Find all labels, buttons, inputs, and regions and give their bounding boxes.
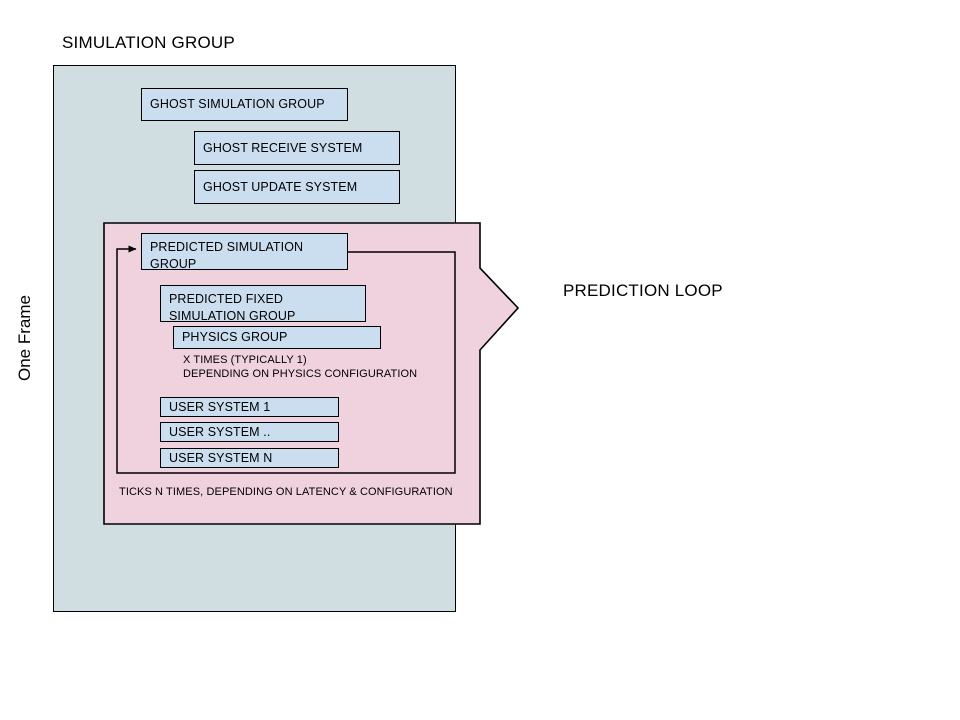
node-predicted-fixed-simulation-group[interactable]: PREDICTED FIXED SIMULATION GROUP xyxy=(160,285,366,323)
prediction-loop-title: PREDICTION LOOP xyxy=(563,281,723,300)
node-user-system-1[interactable]: USER SYSTEM 1 xyxy=(160,397,339,417)
physics-configuration-note: X TIMES (TYPICALLY 1) DEPENDING ON PHYSI… xyxy=(183,354,418,381)
node-ghost-update-system[interactable]: GHOST UPDATE SYSTEM xyxy=(194,170,400,204)
one-frame-label: One Frame xyxy=(15,295,34,381)
node-physics-group[interactable]: PHYSICS GROUP xyxy=(173,326,381,349)
ticks-latency-note: TICKS N TIMES, DEPENDING ON LATENCY & CO… xyxy=(119,486,453,498)
node-user-system-n[interactable]: USER SYSTEM N xyxy=(160,448,339,468)
node-ghost-receive-system[interactable]: GHOST RECEIVE SYSTEM xyxy=(194,131,400,165)
node-predicted-simulation-group[interactable]: PREDICTED SIMULATION GROUP xyxy=(141,233,348,271)
simulation-group-title: SIMULATION GROUP xyxy=(62,33,235,52)
node-ghost-simulation-group[interactable]: GHOST SIMULATION GROUP xyxy=(141,88,348,121)
node-user-system-intermediate[interactable]: USER SYSTEM .. xyxy=(160,422,339,442)
